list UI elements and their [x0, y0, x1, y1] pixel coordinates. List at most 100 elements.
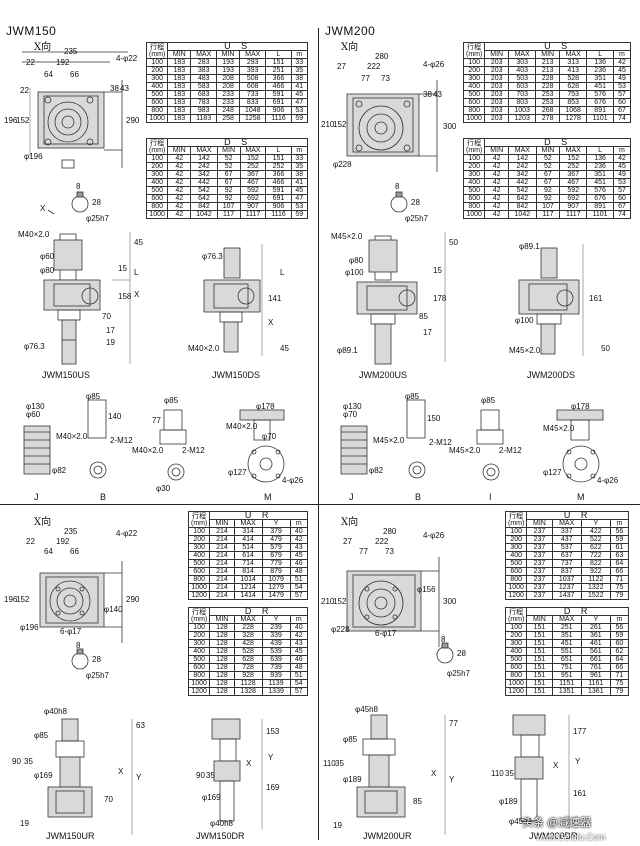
value-cell: 151	[526, 631, 553, 640]
value-cell: 1203	[508, 114, 537, 123]
value-cell: 278	[535, 114, 561, 123]
value-cell: 379	[261, 527, 291, 536]
value-cell: 783	[190, 98, 218, 107]
part-m40-b: M40×2.0	[132, 446, 164, 455]
dim-28: 28	[92, 198, 101, 207]
value-cell: 52	[535, 154, 561, 163]
value-cell: 203	[484, 90, 510, 99]
value-cell: 1479	[261, 591, 291, 600]
dim-280: 280	[375, 52, 389, 61]
value-cell: 422	[580, 527, 611, 536]
value-cell: 703	[508, 90, 537, 99]
stroke-cell: 500	[462, 186, 486, 195]
value-cell: 43	[289, 543, 309, 552]
value-cell: 193	[216, 58, 241, 67]
value-cell: 214	[209, 543, 235, 552]
value-cell: 591	[265, 186, 292, 195]
dim-35: 35	[24, 757, 33, 766]
dim-phi85: φ85	[343, 735, 358, 744]
stroke-cell: 400	[504, 551, 528, 560]
table-group-label: U R	[526, 511, 629, 520]
value-cell: 676	[586, 98, 614, 107]
value-cell: 38	[290, 74, 309, 83]
value-cell: 714	[233, 559, 263, 568]
dim-17: 17	[423, 328, 432, 337]
dim-158: 158	[118, 292, 132, 301]
value-cell: 637	[551, 551, 582, 560]
dim-222: 222	[367, 62, 381, 71]
value-cell: 539	[261, 647, 291, 656]
value-cell: 439	[261, 639, 291, 648]
dim-38: 38	[110, 84, 119, 93]
value-cell: 45	[612, 162, 632, 171]
value-cell: 45	[290, 186, 309, 195]
value-cell: 1351	[551, 687, 582, 696]
dim-64: 64	[44, 547, 53, 556]
value-cell: 128	[209, 671, 235, 680]
value-cell: 503	[508, 74, 537, 83]
part-phi85-b: φ85	[481, 396, 496, 405]
value-cell: 1328	[233, 687, 263, 696]
label-b: B	[415, 492, 422, 502]
value-cell: 1122	[580, 575, 611, 584]
value-cell: 237	[526, 527, 553, 536]
value-cell: 92	[535, 194, 561, 203]
dim-27: 27	[337, 62, 346, 71]
value-cell: 1117	[239, 210, 267, 219]
value-cell: 67	[216, 170, 241, 179]
value-cell: 236	[586, 162, 614, 171]
value-cell: 442	[508, 178, 537, 187]
value-cell: 542	[508, 186, 537, 195]
value-cell: 42	[167, 170, 192, 179]
value-cell: 1101	[586, 114, 614, 123]
value-cell: 779	[261, 559, 291, 568]
dim-phi80: φ80	[40, 266, 55, 275]
value-cell: 268	[535, 106, 561, 115]
value-cell: 151	[526, 623, 553, 632]
col-x-max: MAX	[508, 50, 537, 59]
value-cell: 907	[559, 202, 588, 211]
part-2-m12: 2-M12	[110, 436, 133, 445]
value-cell: 128	[209, 631, 235, 640]
stroke-cell: 100	[187, 527, 211, 536]
col-x-min: MIN	[167, 146, 192, 155]
value-cell: 59	[609, 535, 630, 544]
dim-35: 35	[335, 759, 344, 768]
value-cell: 151	[526, 647, 553, 656]
value-cell: 1117	[559, 210, 588, 219]
stroke-cell: 1200	[187, 591, 211, 600]
value-cell: 253	[535, 90, 561, 99]
value-cell: 57	[289, 591, 309, 600]
dim-66: 66	[70, 547, 79, 556]
value-cell: 42	[289, 631, 309, 640]
value-cell: 52	[535, 162, 561, 171]
dim-152: 152	[16, 595, 30, 604]
value-cell: 79	[609, 687, 630, 696]
part-m45: M45×2.0	[373, 436, 405, 445]
value-cell: 128	[209, 687, 235, 696]
value-cell: 1237	[551, 583, 582, 592]
stroke-cell: 400	[462, 82, 486, 91]
stroke-cell: 600	[145, 194, 169, 203]
dim-phi25h7: φ25h7	[86, 214, 109, 223]
value-cell: 54	[289, 583, 309, 592]
col-m: m	[290, 50, 309, 59]
part-150: 150	[427, 414, 441, 423]
